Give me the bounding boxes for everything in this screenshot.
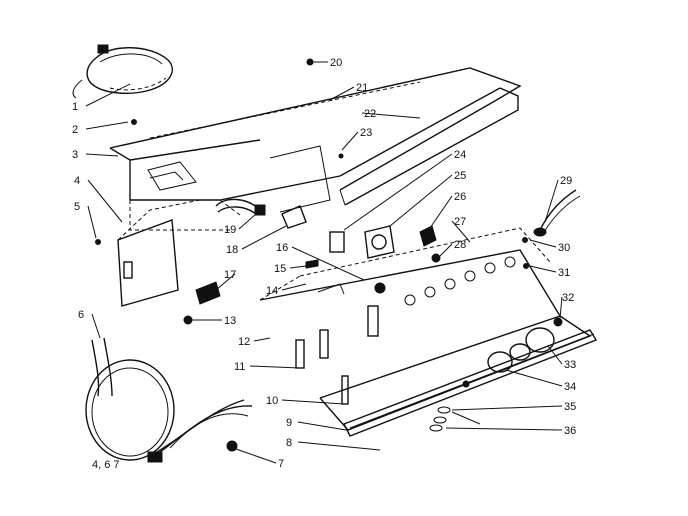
callout-24: 24	[454, 149, 466, 161]
callout-21: 21	[356, 82, 368, 94]
callout-14: 14	[266, 285, 278, 297]
power-cord-part	[85, 337, 253, 463]
callout-7: 7	[278, 458, 284, 470]
callout-18: 18	[226, 244, 238, 256]
callout-29: 29	[560, 175, 572, 187]
callout-10: 10	[266, 395, 278, 407]
callout-34: 34	[564, 381, 576, 393]
fasteners-part	[429, 406, 451, 432]
callout-12: 12	[238, 336, 250, 348]
callout-26: 26	[454, 191, 466, 203]
callout-8: 8	[286, 437, 292, 449]
cord-29-part	[533, 189, 581, 237]
leader-lines	[85, 61, 563, 464]
knobs-part	[462, 327, 555, 388]
callout-22: 22	[364, 108, 376, 120]
hose-fitting-part	[215, 198, 307, 229]
callout-5: 5	[74, 201, 80, 213]
callout-20: 20	[330, 57, 342, 69]
callout-32: 32	[562, 292, 574, 304]
callout-15: 15	[274, 263, 286, 275]
callout-36: 36	[564, 425, 576, 437]
callout-30: 30	[558, 242, 570, 254]
callout-31: 31	[558, 267, 570, 279]
callout-9: 9	[286, 417, 292, 429]
control-housing-part	[109, 139, 341, 231]
callout-17: 17	[224, 269, 236, 281]
front-panel-part	[117, 199, 201, 307]
callout-6: 6	[78, 309, 84, 321]
footnote-text: 4, 6 7	[92, 459, 120, 471]
bottom-bar-part	[343, 329, 598, 437]
callout-28: 28	[454, 239, 466, 251]
wire-harness-part	[72, 44, 173, 99]
callout-25: 25	[454, 170, 466, 182]
callout-4: 4	[74, 175, 80, 187]
control-panel-part	[259, 227, 592, 431]
parts-artwork	[72, 44, 598, 463]
callout-23: 23	[360, 127, 372, 139]
callout-1: 1	[72, 101, 78, 113]
callout-2: 2	[72, 124, 78, 136]
valve-block-part	[329, 225, 441, 263]
switch-part	[183, 281, 221, 325]
top-rail-part	[109, 67, 522, 206]
callout-27: 27	[454, 216, 466, 228]
callout-33: 33	[564, 359, 576, 371]
callout-11: 11	[234, 361, 245, 373]
callout-19: 19	[224, 224, 236, 236]
callout-labels: 1 2 3 4 5 6 7 8 9 10 11 12 13 14 15 16 1…	[72, 57, 576, 471]
callout-3: 3	[72, 149, 78, 161]
callout-35: 35	[564, 401, 576, 413]
callout-16: 16	[276, 242, 288, 254]
callout-13: 13	[224, 315, 236, 327]
